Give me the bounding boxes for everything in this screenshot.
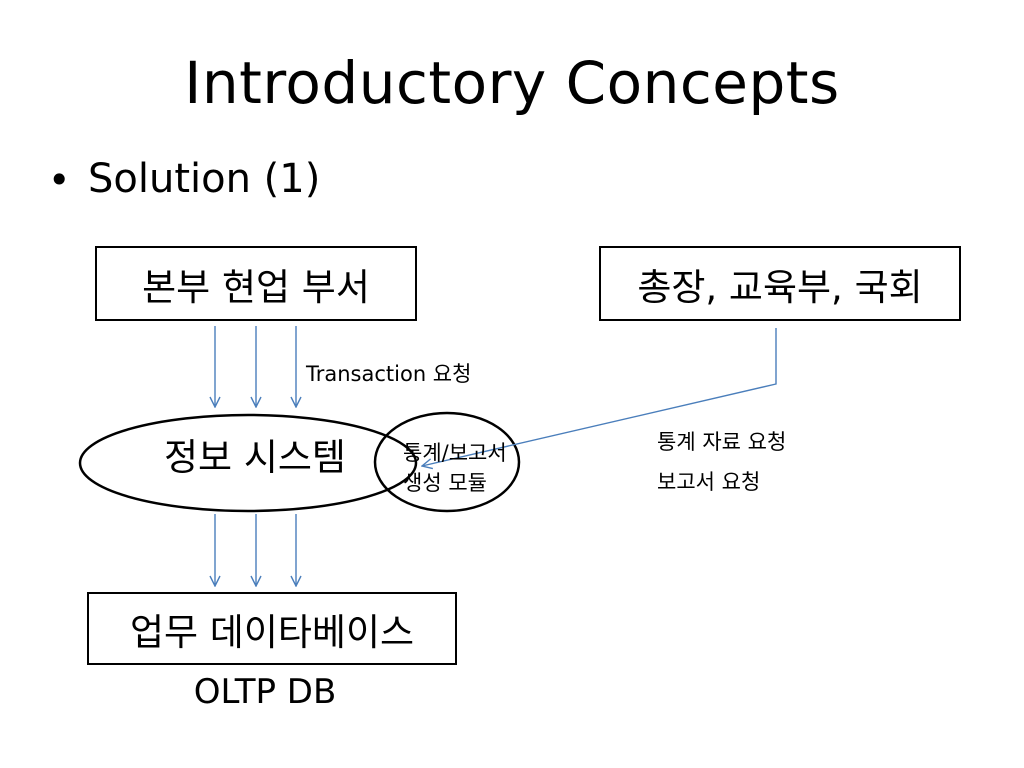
report-module-label: 통계/보고서 생성 모듈: [403, 438, 553, 498]
report-request-label: 보고서 요청: [657, 470, 761, 494]
report-module-line-1: 통계/보고서: [403, 441, 507, 465]
arrows-system-to-db: [215, 514, 296, 586]
statistics-request-labels: 통계 자료 요청 보고서 요청: [657, 422, 786, 502]
statistics-request-label: 통계 자료 요청: [657, 430, 787, 454]
government-box: 총장, 교육부, 국회: [599, 246, 961, 321]
information-system-label: 정보 시스템: [164, 436, 346, 479]
hq-department-label: 본부 현업 부서: [142, 265, 370, 309]
bullet-text: Solution (1): [88, 156, 321, 202]
government-label: 총장, 교육부, 국회: [637, 265, 923, 309]
oltp-db-caption: OLTP DB: [193, 672, 337, 712]
arrow-gov-to-module: [422, 328, 777, 466]
slide-title: Introductory Concepts: [184, 49, 840, 117]
report-module-line-2: 생성 모듈: [403, 471, 487, 495]
hq-department-box: 본부 현업 부서: [95, 246, 417, 321]
system-ellipse: [78, 413, 418, 513]
transaction-request-label: Transaction 요청: [306, 362, 472, 386]
module-ellipse: [373, 411, 521, 513]
business-database-label: 업무 데이타베이스: [129, 610, 415, 654]
arrows-hq-to-system: [215, 326, 296, 407]
business-database-box: 업무 데이타베이스: [87, 592, 457, 665]
bullet-marker: •: [48, 158, 71, 202]
